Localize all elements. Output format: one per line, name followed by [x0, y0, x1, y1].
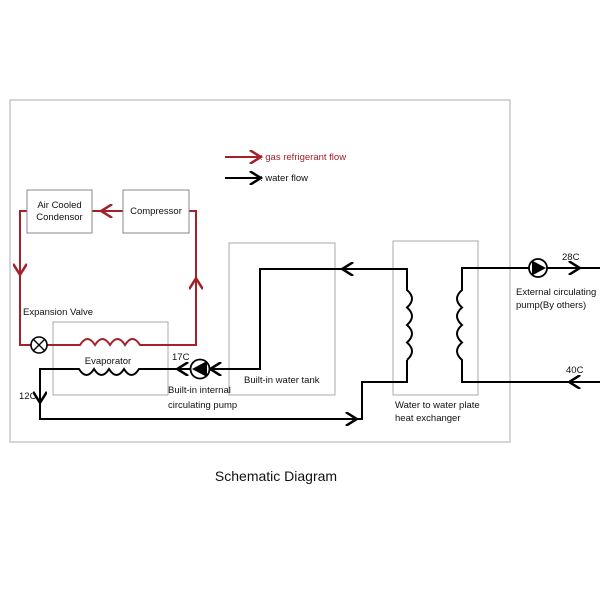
- legend-gas-label: : gas refrigerant flow: [260, 152, 346, 163]
- external-pump-label-2: pump(By others): [516, 300, 586, 311]
- heat-exchanger-label-2: heat exchanger: [395, 413, 461, 424]
- compressor-label: Compressor: [130, 206, 182, 217]
- refrigerant-loop: [20, 211, 196, 347]
- external-water-loop: [456, 268, 600, 382]
- expansion-valve-label: Expansion Valve: [23, 307, 93, 318]
- compressor-box: [122, 189, 190, 234]
- evaporator-box: [52, 321, 169, 396]
- external-pump-label-1: External circulating: [516, 287, 596, 298]
- heat-exchanger-label-1: Water to water plate: [395, 400, 480, 411]
- condensor-label-2: Condensor: [36, 212, 82, 223]
- legend: : gas refrigerant flow : water flow: [225, 152, 346, 184]
- temp-17c: 17C: [172, 352, 190, 363]
- internal-water-loop: [40, 269, 413, 419]
- heat-exchanger-box: [392, 240, 479, 396]
- condensor-label-1: Air Cooled: [37, 200, 81, 211]
- condensor-box: [26, 189, 93, 234]
- legend-water-label: : water flow: [260, 173, 308, 184]
- temp-40c: 40C: [566, 365, 584, 376]
- outer-frame: [9, 99, 511, 443]
- expansion-valve-icon: [30, 336, 48, 354]
- external-pump-icon: [528, 258, 548, 278]
- water-tank-box: [228, 242, 336, 396]
- water-tank-label: Built-in water tank: [244, 375, 320, 386]
- internal-pump-label-1: Built-in internal: [168, 385, 231, 396]
- internal-pump-label-2: circulating pump: [168, 400, 237, 411]
- temp-28c: 28C: [562, 252, 580, 263]
- evaporator-label: Evaporator: [85, 356, 131, 367]
- internal-pump-icon: [189, 358, 211, 380]
- temp-12c: 12C: [19, 391, 37, 402]
- diagram-title: Schematic Diagram: [215, 468, 337, 484]
